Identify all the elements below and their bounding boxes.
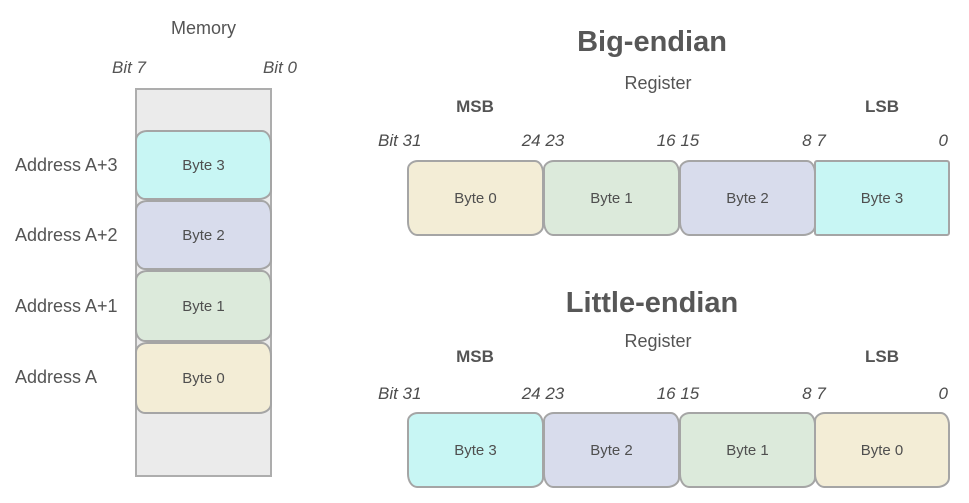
little-endian-bit-label-8-7: 8 7 — [802, 384, 826, 403]
memory-bit7-label: Bit 7 — [112, 58, 147, 77]
address-label-a: Address A — [15, 367, 98, 387]
big-endian-lsb-label: LSB — [865, 97, 899, 116]
big-endian-bit-label-24-23: 24 23 — [521, 131, 565, 150]
big-endian-bit-label-16-15: 16 15 — [656, 131, 700, 150]
address-label-a-plus-2: Address A+2 — [15, 225, 118, 245]
little-endian-lsb-label: LSB — [865, 347, 899, 366]
memory-bit0-label: Bit 0 — [262, 58, 297, 77]
little-endian-msb-label: MSB — [456, 347, 494, 366]
address-label-a-plus-1: Address A+1 — [15, 296, 118, 316]
big-endian-cell-byte1: Byte 1 — [543, 160, 680, 236]
memory-cell-byte3: Byte 3 — [135, 130, 272, 200]
memory-cell-byte1: Byte 1 — [135, 270, 272, 342]
big-endian-title: Big-endian — [577, 26, 727, 58]
little-endian-title: Little-endian — [565, 287, 739, 319]
memory-cell-byte2: Byte 2 — [135, 200, 272, 270]
little-endian-cell-byte3: Byte 3 — [407, 412, 544, 488]
little-endian-register-label: Register — [624, 331, 692, 351]
big-endian-msb-label: MSB — [456, 97, 494, 116]
big-endian-cell-byte3: Byte 3 — [814, 160, 950, 236]
memory-title: Memory — [170, 18, 236, 38]
little-endian-bit-label-24-23: 24 23 — [521, 384, 565, 403]
big-endian-cell-byte2: Byte 2 — [679, 160, 816, 236]
big-endian-register-label: Register — [624, 73, 692, 93]
little-endian-cell-byte0: Byte 0 — [814, 412, 950, 488]
little-endian-bit-label-31: Bit 31 — [378, 384, 422, 403]
big-endian-bit-label-0: 0 — [938, 131, 948, 150]
memory-cell-byte0: Byte 0 — [135, 342, 272, 414]
little-endian-bit-label-16-15: 16 15 — [656, 384, 700, 403]
little-endian-cell-byte1: Byte 1 — [679, 412, 816, 488]
little-endian-bit-label-0: 0 — [938, 384, 948, 403]
address-label-a-plus-3: Address A+3 — [15, 155, 118, 175]
little-endian-cell-byte2: Byte 2 — [543, 412, 680, 488]
big-endian-bit-label-8-7: 8 7 — [802, 131, 826, 150]
big-endian-bit-label-31: Bit 31 — [378, 131, 422, 150]
memory-column: Byte 3 Byte 2 Byte 1 Byte 0 — [135, 88, 272, 477]
big-endian-cell-byte0: Byte 0 — [407, 160, 544, 236]
